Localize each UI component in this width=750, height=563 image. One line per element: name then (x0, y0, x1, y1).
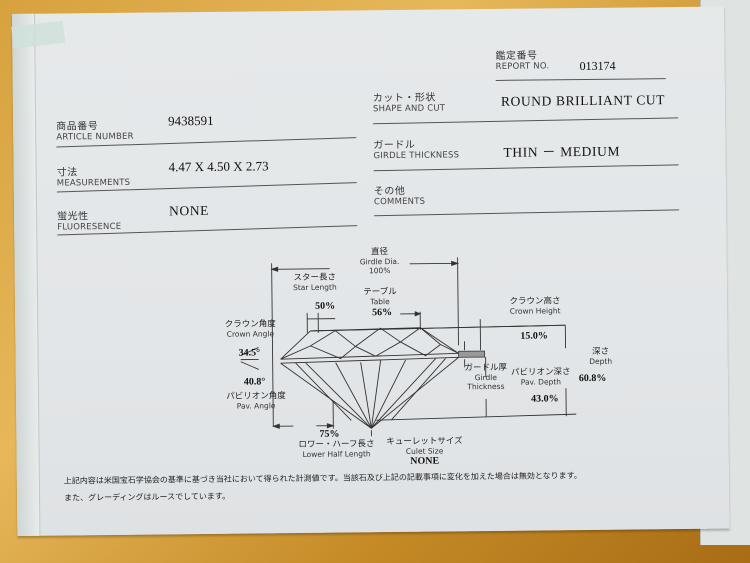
depth-value: 60.8% (578, 372, 607, 385)
shape-label-jp: カット・形状 (372, 92, 436, 105)
comments-label-en: COMMENTS (373, 196, 426, 208)
article-number-value: 9438591 (168, 112, 214, 129)
girdle-thickness-label: ガードル厚 Girdle Thickness (464, 362, 508, 392)
star-length-label: スター長さ Star Length (293, 272, 337, 293)
article-label-jp: 商品番号 (56, 121, 99, 133)
diamond-proportion-diagram (240, 257, 577, 437)
lower-half-label: ロワー・ハーフ長さ Lower Half Length (298, 439, 375, 459)
girdle-label-jp: ガードル (373, 139, 416, 152)
measurements-label-jp: 寸法 (56, 167, 78, 179)
comments-label-jp: その他 (373, 185, 406, 198)
grading-report-page: 鑑定番号 REPORT NO. 013174 商品番号 ARTICLE NUMB… (11, 6, 730, 536)
footnote: 上記内容は米国宝石学協会の基準に基づき当社において得られた計測値です。当該石及び… (64, 469, 664, 503)
depth-label: 深さ Depth (589, 346, 613, 366)
girdle-label-en: GIRDLE THICKNESS (373, 150, 460, 162)
pav-depth-label: パビリオン深さ Pav. Depth (510, 367, 571, 387)
fluorescence-field: 蛍光性 FLUORESENCE (57, 207, 122, 233)
report-number-field: 鑑定番号 REPORT NO. (495, 46, 549, 72)
footnote-line-2: また、グレーディングはルースでしています。 (64, 491, 231, 503)
crown-angle-value: 34.5° (238, 347, 261, 359)
table-label: テーブル Table (363, 286, 397, 307)
article-label-en: ARTICLE NUMBER (56, 131, 134, 143)
fluorescence-label-en: FLUORESENCE (57, 221, 122, 233)
tape-strip (11, 20, 66, 49)
measurements-value: 4.47 X 4.50 X 2.73 (168, 158, 269, 175)
report-label-jp: 鑑定番号 (495, 50, 538, 62)
report-number-value: 013174 (579, 58, 616, 74)
shape-label-en: SHAPE AND CUT (372, 103, 446, 115)
star-length-value: 50% (315, 300, 336, 312)
crown-angle-label: クラウン角度 Crown Angle (224, 319, 276, 339)
shape-underline (373, 117, 679, 125)
pav-angle-value: 40.8° (243, 376, 266, 388)
girdle-field: ガードル GIRDLE THICKNESS (373, 135, 459, 161)
shape-cut-value: ROUND BRILLIANT CUT (500, 92, 666, 109)
measurements-field: 寸法 MEASUREMENTS (56, 163, 131, 189)
measurements-label-en: MEASUREMENTS (56, 177, 131, 189)
table-value: 56% (372, 307, 393, 319)
fluorescence-value: NONE (168, 202, 210, 219)
binder-spine (12, 13, 41, 536)
comments-field: その他 COMMENTS (373, 182, 426, 208)
comments-underline (374, 209, 680, 217)
girdle-dia-label: 直径 Girdle Dia. 100% (359, 247, 400, 276)
girdle-value: THIN － MEDIUM (503, 143, 621, 160)
article-number-field: 商品番号 ARTICLE NUMBER (56, 117, 134, 143)
pav-depth-value: 43.0% (531, 393, 559, 405)
pav-angle-label: パビリオン角度 Pav. Angle (226, 391, 286, 411)
crown-height-value: 15.0% (520, 330, 548, 342)
fluorescence-label-jp: 蛍光性 (57, 211, 89, 223)
shape-cut-field: カット・形状 SHAPE AND CUT (372, 88, 446, 115)
report-underline (495, 78, 666, 82)
footnote-line-1: 上記内容は米国宝石学協会の基準に基づき当社において得られた計測値です。当該石及び… (63, 471, 582, 486)
girdle-underline (373, 164, 679, 172)
report-label-en: REPORT NO. (495, 61, 550, 72)
crown-height-label: クラウン高さ Crown Height (509, 296, 561, 316)
culet-label: キューレットサイズ Culet Size NONE (386, 436, 463, 467)
